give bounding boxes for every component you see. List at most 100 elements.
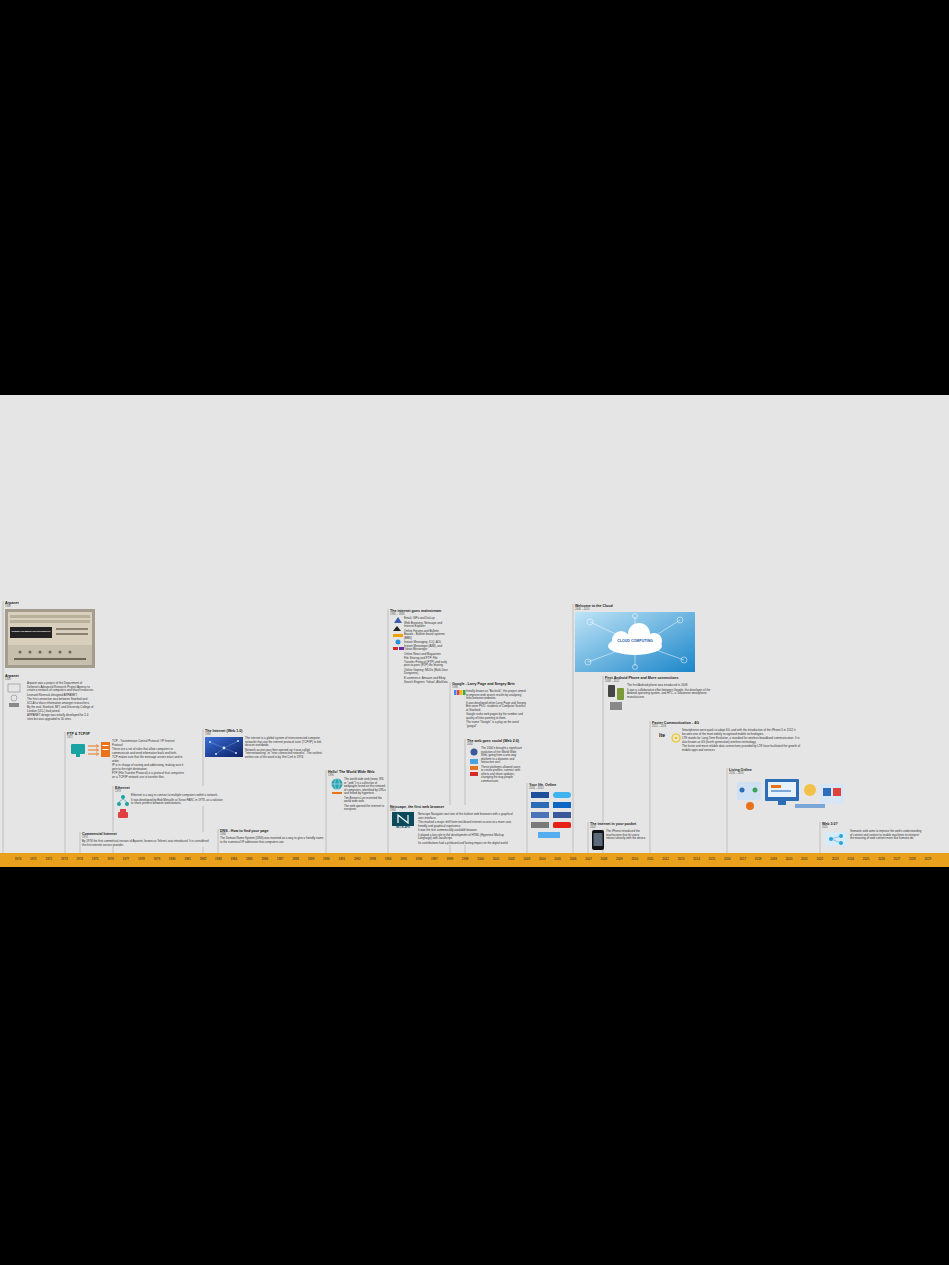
year-label: 2027 [890,858,904,861]
year-label: 2016 [720,858,734,861]
timeline-event: The Internet (Web 1.0)1983The internet i… [205,729,325,759]
event-text: E-commerce: Amazon and Ebay [404,677,448,680]
year-label: 2005 [551,858,565,861]
event-date: 1983 [205,733,325,736]
year-label: 2007 [582,858,596,861]
event-text: Initially known as "Backrub", this proje… [466,690,526,700]
event-text: Network access was then opened up; it wa… [245,749,325,759]
year-label: 1981 [181,858,195,861]
event-date: 2011 – 2016 [652,725,802,728]
event-text: Email, ISPs and Dial-up [404,617,448,620]
event-date: 2008 – 2012 [605,680,715,683]
timeline-event: Arpanet1969 [5,601,95,608]
event-date: 1990 [328,774,386,777]
image-label: INTERFACE MESSAGE PROCESSOR [10,630,52,632]
event-date: 2003 – 2010 [529,787,571,790]
year-label: 2025 [859,858,873,861]
timeline-event: Netscape, the first web browser1994Netsc… [390,805,515,845]
year-label: 1995 [397,858,411,861]
year-label: 1989 [304,858,318,861]
iphone-icon [592,830,604,850]
year-label: 1991 [335,858,349,861]
timeline-event: Hello! The World Wide Web1990The world w… [328,770,386,812]
event-date: 1969 [5,605,95,608]
online-logos [531,792,571,838]
year-label: 1979 [150,858,164,861]
year-label: 2018 [751,858,765,861]
event-text: TCP makes sure that the message arrives … [112,756,185,763]
event-date: 1994 [390,809,515,812]
year-label: 2004 [535,858,549,861]
year-label: 1971 [26,858,40,861]
event-text: It was a collaborative effort between Go… [627,689,715,699]
event-text: Smartphones were quick to adopt 4G, and … [682,729,802,736]
event-text: These are a set of rules that allow comp… [112,748,185,755]
year-label: 1984 [227,858,241,861]
internet-image [205,737,243,757]
event-text: Online News and Magazines [404,653,448,656]
event-date: 1984 [220,833,324,836]
event-text: The Domain Name System (DNS) was invente… [220,837,324,844]
timeline-event: Commercial Internet1974By 1974 the first… [82,832,212,847]
event-text: TCP - Transmission Control Protocol / IP… [112,740,185,747]
year-label: 2010 [628,858,642,861]
event-text: Tim Berners-Lee invented the world wide … [344,797,386,804]
year-label: 1988 [289,858,303,861]
4g-icons [672,734,680,742]
event-text: The internet is a global system of inter… [245,737,325,747]
android-icons [608,685,624,710]
timeline-event: Faster Communication - 4G2011 – 2016Smar… [652,721,802,752]
arpanet-icons [8,684,20,707]
year-label: 1973 [57,858,71,861]
event-date: 2016 – 2020 [729,772,839,775]
event-date: 1995 – 1998 [390,613,448,616]
cloud-image [575,612,695,672]
event-text: The 2000's brought a significant evoluti… [481,747,523,764]
year-label: 2029 [921,858,935,861]
timeline-event: FTP & TCP/IP1971TCP - Transmission Contr… [67,732,185,779]
event-text: This marked a major shift from text-base… [418,821,515,828]
netscape-logo [392,812,414,826]
event-date: 1971 [67,736,185,739]
year-label: 1980 [165,858,179,861]
year-label: 2015 [705,858,719,861]
timeline-event: Ethernet1973Ethernet is a way to connect… [115,786,225,806]
year-label: 2020 [782,858,796,861]
year-label: 2028 [905,858,919,861]
ground-band [0,395,949,853]
timeline-event: The internet in your pocket2007The iPhon… [590,822,648,841]
event-date: 2006 – 2010 [575,608,695,611]
event-text: The name "Google" is a play on the word … [466,721,526,728]
year-label: 1985 [242,858,256,861]
mainstream-logos [393,617,404,650]
timeline-event: Welcome to the Cloud2006 – 2010 [575,604,695,611]
year-label: 1990 [319,858,333,861]
year-label: 2009 [612,858,626,861]
event-text: File Sharing and FTP: File Transfer Prot… [404,657,448,667]
year-label: 1975 [88,858,102,861]
year-label: 1978 [134,858,148,861]
year-label: 1992 [350,858,364,861]
year-label: 1998 [443,858,457,861]
event-text: LTE stands for Long-Term Evolution, a st… [682,737,802,744]
event-text: Its contributions had a profound and las… [418,842,515,845]
year-label: 1972 [42,858,56,861]
image-label: NETSCAPE [390,827,416,830]
year-label: 1974 [73,858,87,861]
year-label: 2023 [828,858,842,861]
event-text: It was developed when Larry Page and Ser… [466,702,526,712]
year-label: 1976 [104,858,118,861]
event-text: FTP (File Transfer Protocol) is a protoc… [112,772,185,779]
year-label: 2026 [875,858,889,861]
event-text: It was the first commercially available … [418,829,515,832]
year-bar [0,853,949,867]
timeline-event: The web goes social (Web 2.0)2004The 200… [467,739,523,783]
year-label: 1986 [258,858,272,861]
year-label: 2012 [659,858,673,861]
event-date: 2004 [467,743,523,746]
event-date: 1969 [5,678,95,681]
event-text: The world wide web (www, W3, or "web") i… [344,778,386,795]
year-label: 1993 [366,858,380,861]
event-text: Instant Messaging: ICQ, AOL Instant Mess… [404,641,448,651]
